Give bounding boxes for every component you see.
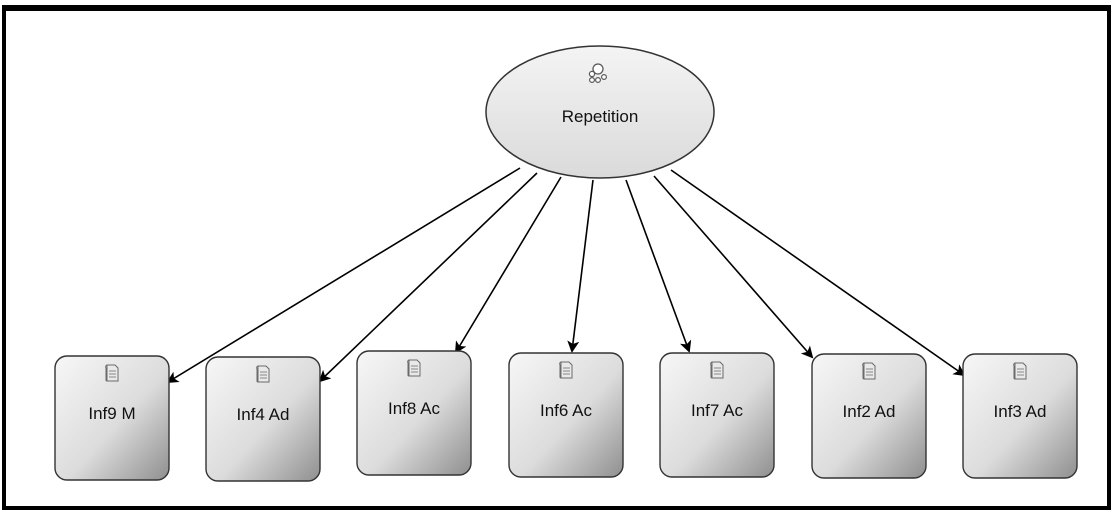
child-node[interactable]: Inf6 Ac xyxy=(508,352,624,478)
child-node-shape xyxy=(54,355,170,481)
edge-repetition-to-child-5 xyxy=(625,179,692,353)
child-nodes-group: Inf9 M Inf4 Ad Inf8 Ac Inf6 Ac Inf7 Ac Inf2 A… xyxy=(54,350,1078,482)
edge-repetition-to-child-4 xyxy=(567,179,594,353)
document-icon xyxy=(256,365,270,383)
child-node-shape xyxy=(811,353,927,479)
edge-repetition-to-child-3 xyxy=(454,176,562,354)
child-node-shape xyxy=(508,352,624,478)
edge-repetition-to-child-1 xyxy=(166,167,521,384)
root-node-shape xyxy=(485,45,715,179)
document-icon xyxy=(559,361,573,379)
child-node-label: Inf6 Ac xyxy=(540,401,592,420)
child-node[interactable]: Inf3 Ad xyxy=(962,353,1078,479)
document-icon xyxy=(862,362,876,380)
edge-repetition-to-child-7 xyxy=(670,169,966,377)
child-node-label: Inf7 Ac xyxy=(691,401,743,420)
document-icon xyxy=(105,364,119,382)
concept-cluster-icon xyxy=(588,63,608,84)
child-node-shape xyxy=(962,353,1078,479)
document-icon xyxy=(407,359,421,377)
child-node[interactable]: Inf2 Ad xyxy=(811,353,927,479)
child-node-label: Inf9 M xyxy=(88,404,135,423)
edges-group xyxy=(166,167,966,384)
edge-repetition-to-child-2 xyxy=(318,172,538,383)
child-node-label: Inf4 Ad xyxy=(237,405,290,424)
child-node-shape xyxy=(205,356,321,482)
child-node[interactable]: Inf9 M xyxy=(54,355,170,481)
root-node-label: Repetition xyxy=(562,107,639,126)
document-icon xyxy=(710,361,724,379)
root-node[interactable]: Repetition xyxy=(485,45,715,179)
child-node[interactable]: Inf7 Ac xyxy=(659,352,775,478)
child-node[interactable]: Inf8 Ac xyxy=(356,350,472,476)
child-node-shape xyxy=(659,352,775,478)
child-node-label: Inf8 Ac xyxy=(388,399,440,418)
document-icon xyxy=(1013,362,1027,380)
edge-repetition-to-child-6 xyxy=(653,175,814,359)
child-node-label: Inf3 Ad xyxy=(994,402,1047,421)
child-node-label: Inf2 Ad xyxy=(843,402,896,421)
child-node-shape xyxy=(356,350,472,476)
child-node[interactable]: Inf4 Ad xyxy=(205,356,321,482)
